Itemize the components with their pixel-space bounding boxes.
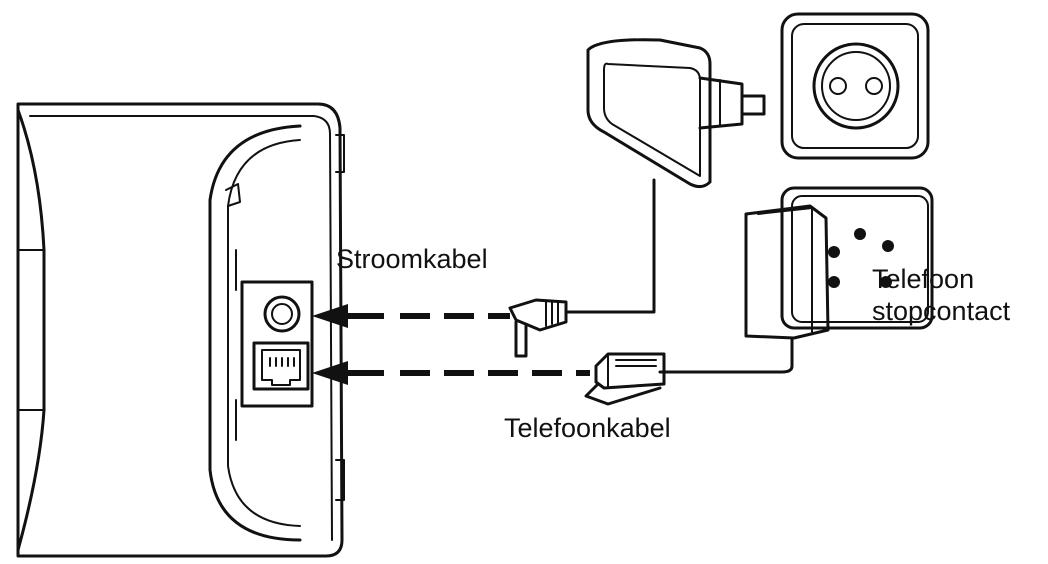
phone-socket-label: Telefoon stopcontact [872,264,1010,328]
power-jack-icon [263,295,301,333]
phone-socket-label-line1: Telefoon [872,264,975,294]
phone-adapter-icon [658,204,830,374]
power-connection-arrow [312,304,510,328]
phone-cable-label: Telefoonkabel [504,413,671,443]
power-plug-icon [508,178,656,358]
power-adapter-icon [586,38,766,189]
wall-power-socket-icon [780,12,930,160]
phone-socket-label-line2: stopcontact [872,295,1011,326]
power-cable-label: Stroomkabel [336,244,488,274]
base-station [16,102,345,558]
phone-wall-socket-icon [780,186,934,330]
phone-jack-icon [252,341,310,391]
phone-connection-arrow [312,361,590,385]
phone-plug-icon [584,352,666,406]
